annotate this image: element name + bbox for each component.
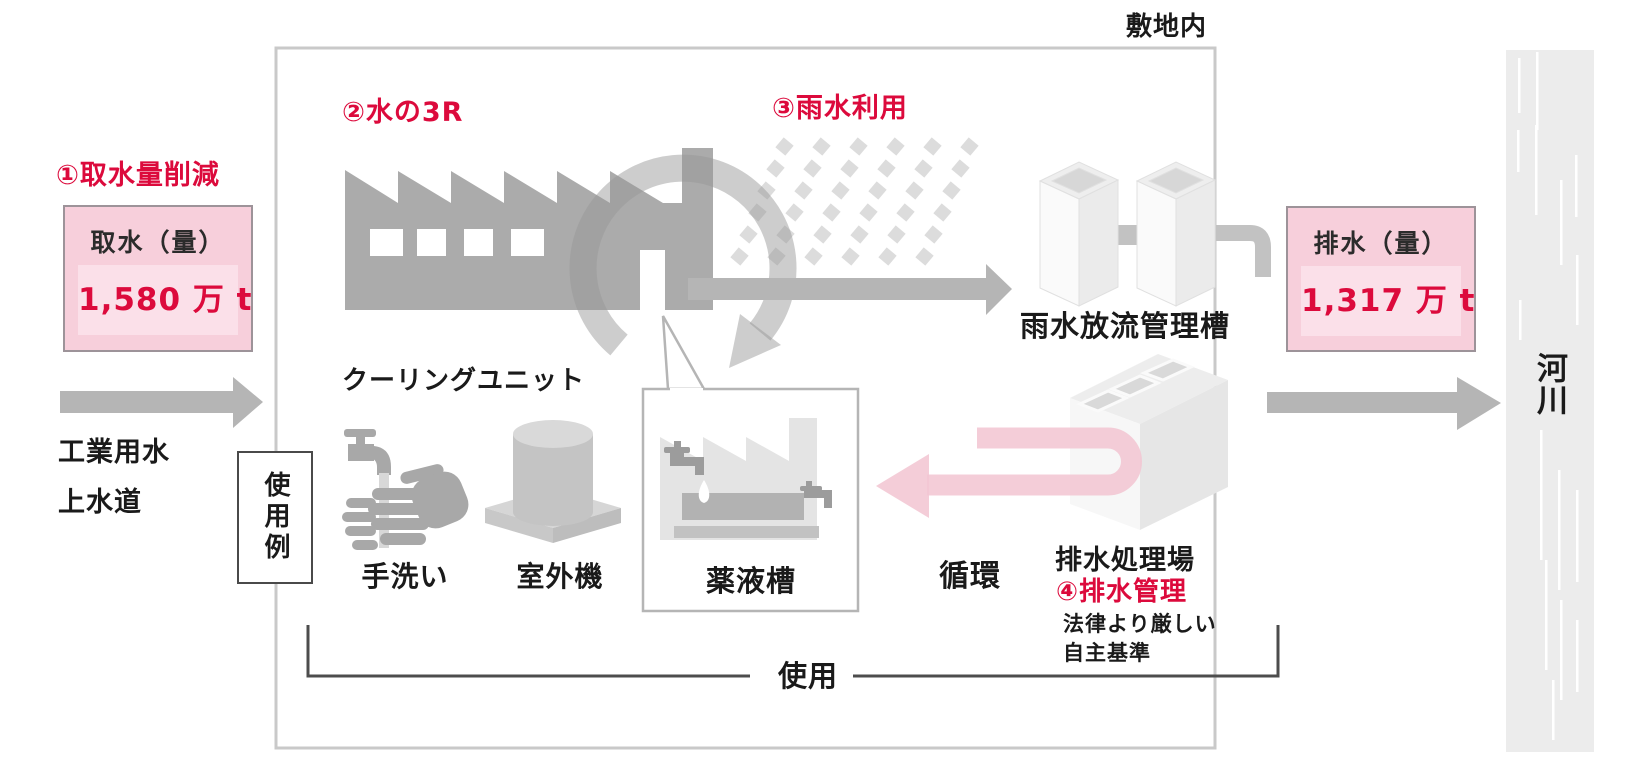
intake-source-line2: 上水道 xyxy=(58,487,142,518)
discharge-arrow-icon xyxy=(1267,377,1501,430)
faucet-icon-right xyxy=(800,481,832,508)
intake-box-label: 取水（量） xyxy=(90,228,226,257)
callout-box xyxy=(641,315,860,613)
circulation-label: 循環 xyxy=(939,559,1001,594)
intake-quantity-box: 取水（量） 1,580 万 t xyxy=(63,205,253,352)
intake-step-title: ①取水量削減 xyxy=(56,160,220,191)
hands xyxy=(342,464,469,550)
discharge-value: 1,317 万 t xyxy=(1301,283,1476,319)
chemical-tank-label: 薬液槽 xyxy=(705,564,796,598)
rainwater-step-title: ③雨水利用 xyxy=(772,93,908,124)
rain-icon xyxy=(730,137,979,266)
water-3r-step-title: ②水の3R xyxy=(342,97,464,128)
treatment-plant-label: 排水処理場 xyxy=(1055,545,1195,576)
handwash-icon xyxy=(342,429,469,550)
water-drop-icon xyxy=(698,480,710,503)
intake-value: 1,580 万 t xyxy=(78,282,253,318)
intake-arrow-icon xyxy=(60,377,263,428)
recycle-arrow-icon xyxy=(569,154,797,368)
cooling-unit-title: クーリングユニット xyxy=(342,366,586,396)
discharge-quantity-box: 排水（量） 1,317 万 t xyxy=(1286,206,1476,352)
intake-value-panel: 1,580 万 t xyxy=(78,265,253,335)
factory-to-tank-arrow xyxy=(688,264,1012,315)
outdoor-unit-icon xyxy=(485,420,621,543)
river-label: 河川 xyxy=(1531,352,1567,416)
hand-wash-label: 手洗い xyxy=(361,560,449,593)
circulation-arrow xyxy=(876,427,1142,518)
usage-example-box: 使用例 xyxy=(237,451,313,584)
intake-source-line1: 工業用水 xyxy=(58,437,170,468)
treatment-note-line2: 自主基準 xyxy=(1063,641,1151,665)
treatment-step-title: ④排水管理 xyxy=(1056,577,1188,607)
outdoor-unit-label: 室外機 xyxy=(516,560,604,593)
faucet-icon-main xyxy=(344,429,391,475)
chemical-tank-icon xyxy=(660,418,832,540)
rain-tank-icon xyxy=(1038,161,1271,307)
discharge-box-label: 排水（量） xyxy=(1313,229,1449,258)
faucet-icon xyxy=(664,441,704,475)
river-icon xyxy=(1506,50,1594,752)
rain-tank-label: 雨水放流管理槽 xyxy=(1019,309,1230,343)
discharge-value-panel: 1,317 万 t xyxy=(1301,266,1476,336)
factory-icon xyxy=(345,148,713,310)
callout-pointer xyxy=(661,315,707,391)
treatment-note-line1: 法律より厳しい xyxy=(1063,612,1217,636)
usage-bracket-label: 使用 xyxy=(777,659,838,693)
site-boundary-label: 敷地内 xyxy=(1126,12,1208,42)
usage-bracket xyxy=(306,625,1280,678)
